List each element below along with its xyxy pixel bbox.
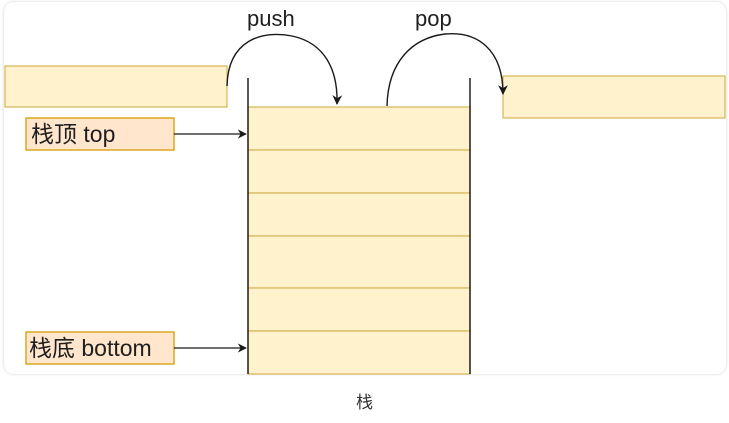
stack-cell: [247, 192, 471, 237]
stack-cell: [247, 235, 471, 289]
push-arrow: [226, 33, 343, 105]
stack-cells: [247, 106, 471, 375]
stack-top-label: 栈顶 top: [31, 121, 116, 147]
top-label-box: [25, 117, 175, 151]
push-source-block: [4, 65, 228, 108]
stack-cell: [247, 287, 471, 332]
stack-cell: [247, 106, 471, 151]
stack-cell: [247, 330, 471, 375]
figure-caption: 栈: [356, 393, 373, 413]
stack-cell: [247, 149, 471, 194]
pop-destination-block: [502, 75, 726, 119]
pop-arrow: [386, 33, 508, 107]
pop-label: pop: [415, 6, 452, 31]
stack-bottom-label: 栈底 bottom: [29, 335, 152, 361]
push-label: push: [247, 6, 295, 31]
